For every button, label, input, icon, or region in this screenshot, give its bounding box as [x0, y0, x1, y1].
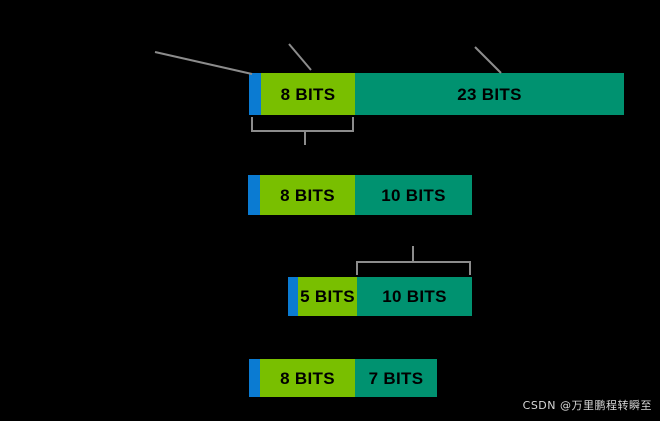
- bar-row-4: 8 BITS 7 BITS: [249, 359, 437, 397]
- bar-row-1: 8 BITS 23 BITS: [249, 73, 624, 115]
- leader-line-to-green-segment: [288, 43, 312, 71]
- brace-below-row-1: [251, 117, 354, 145]
- bar-row-4-blue-segment: [249, 359, 260, 397]
- bar-row-3-green-label: 5 BITS: [300, 287, 355, 306]
- bar-row-2-teal-label: 10 BITS: [381, 185, 446, 205]
- brace-above-row-3: [356, 246, 471, 275]
- leader-line-to-blue-segment: [154, 51, 253, 75]
- bar-row-1-teal-segment: 23 BITS: [355, 73, 624, 115]
- bar-row-1-teal-label: 23 BITS: [457, 84, 522, 104]
- bar-row-4-green-label: 8 BITS: [280, 368, 335, 388]
- bar-row-1-green-segment: 8 BITS: [261, 73, 355, 115]
- bar-row-3: 5 BITS 10 BITS: [288, 277, 472, 316]
- bar-row-2-green-segment: 8 BITS: [260, 175, 355, 215]
- bar-row-4-green-segment: 8 BITS: [260, 359, 355, 397]
- leader-line-to-teal-segment: [474, 46, 502, 74]
- bar-row-4-teal-label: 7 BITS: [368, 368, 424, 388]
- bar-row-4-teal-segment: 7 BITS: [355, 359, 437, 397]
- bar-row-3-blue-segment: [288, 277, 298, 316]
- bar-row-3-teal-label: 10 BITS: [382, 287, 447, 306]
- bar-row-1-blue-segment: [249, 73, 261, 115]
- bar-row-2-blue-segment: [248, 175, 260, 215]
- bar-row-3-green-segment: 5 BITS: [298, 277, 357, 316]
- bar-row-1-green-label: 8 BITS: [280, 84, 336, 104]
- watermark: CSDN @万里鹏程转瞬至: [522, 399, 652, 412]
- bar-row-3-teal-segment: 10 BITS: [357, 277, 472, 316]
- bar-row-2-teal-segment: 10 BITS: [355, 175, 472, 215]
- bar-row-2-green-label: 8 BITS: [280, 185, 335, 205]
- bar-row-2: 8 BITS 10 BITS: [248, 175, 472, 215]
